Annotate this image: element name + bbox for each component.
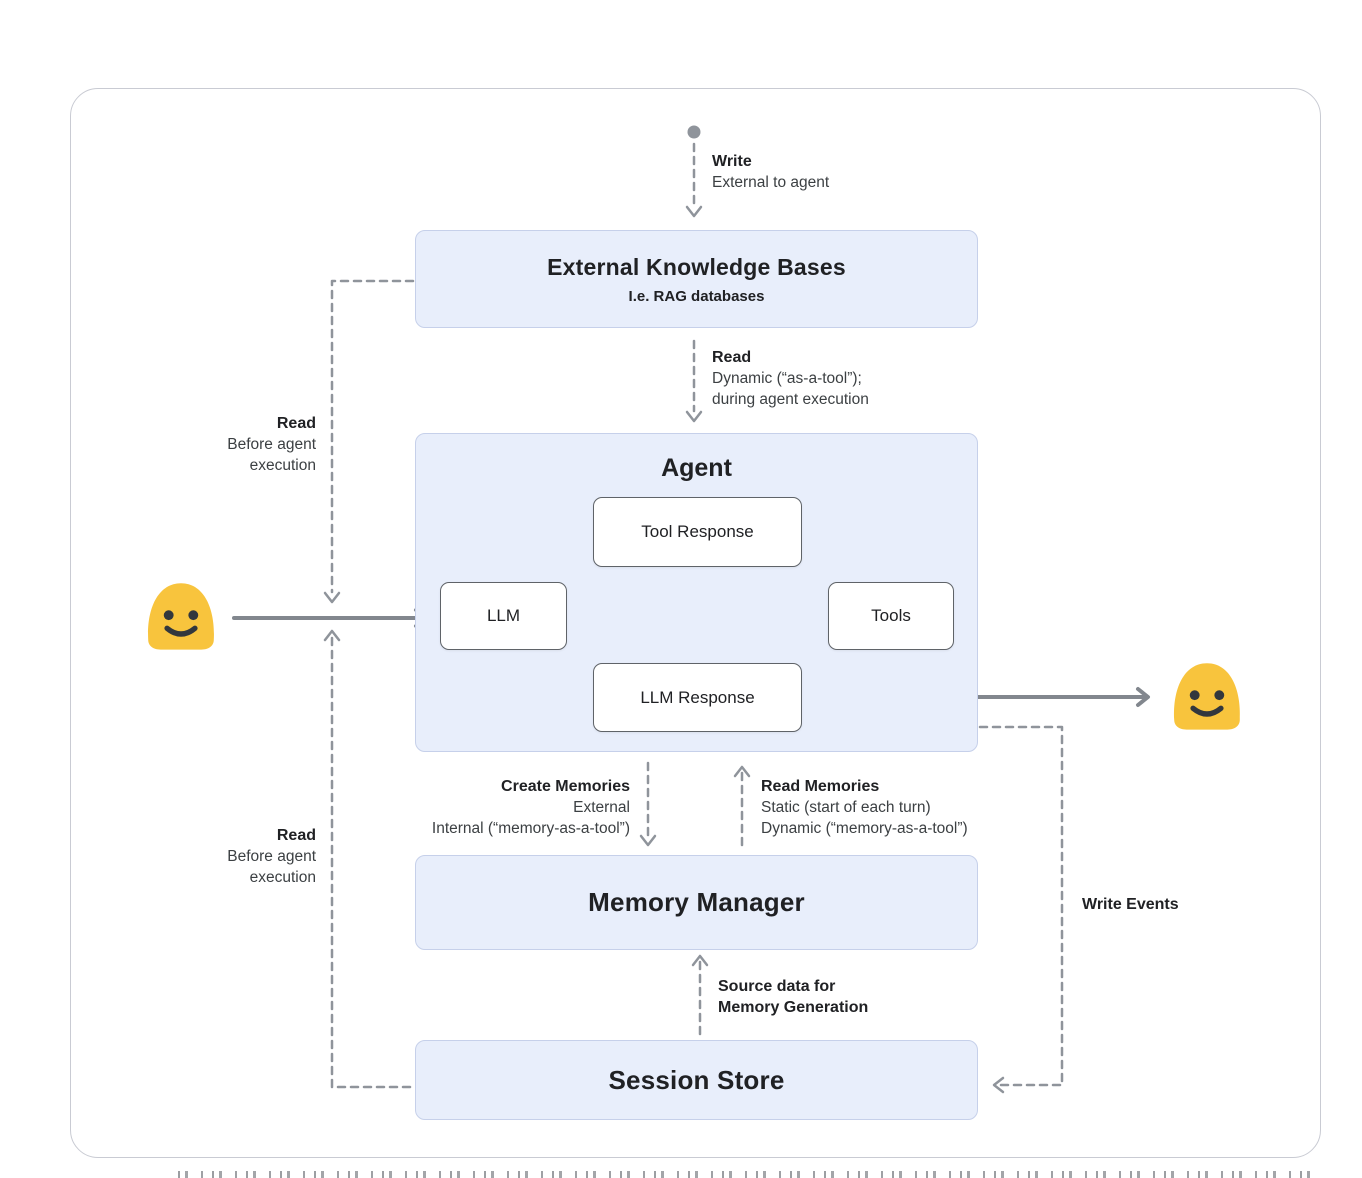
write-label: Write External to agent bbox=[712, 153, 830, 191]
llm-node: LLM bbox=[440, 582, 567, 650]
session-store-title: Session Store bbox=[608, 1064, 785, 1095]
memory-manager-box: Memory Manager bbox=[415, 855, 978, 950]
user-smiley-icon-left bbox=[140, 577, 222, 660]
read-memories-label: Read Memories Static (start of each turn… bbox=[761, 778, 968, 837]
cropped-caption bbox=[178, 1171, 1323, 1178]
external-knowledge-bases-title: External Knowledge Bases bbox=[547, 253, 846, 280]
external-knowledge-bases-box: External Knowledge Bases I.e. RAG databa… bbox=[415, 230, 978, 328]
source-data-label: Source data for Memory Generation bbox=[718, 978, 869, 1016]
write-events-label: Write Events bbox=[1082, 896, 1179, 913]
tools-node: Tools bbox=[828, 582, 954, 650]
read-dynamic-label: Read Dynamic (“as-a-tool”); during agent… bbox=[712, 349, 869, 408]
create-memories-label: Create Memories External Internal (“memo… bbox=[431, 778, 630, 837]
read-before-top-label: Read Before agent execution bbox=[227, 415, 316, 474]
tool-response-node: Tool Response bbox=[593, 497, 802, 567]
llm-response-node: LLM Response bbox=[593, 663, 802, 732]
external-knowledge-bases-subtitle: I.e. RAG databases bbox=[628, 287, 765, 305]
user-smiley-icon-right bbox=[1166, 657, 1248, 740]
read-before-bottom-label: Read Before agent execution bbox=[227, 827, 316, 886]
agent-title: Agent bbox=[661, 454, 732, 482]
session-store-box: Session Store bbox=[415, 1040, 978, 1120]
memory-manager-title: Memory Manager bbox=[588, 887, 805, 917]
